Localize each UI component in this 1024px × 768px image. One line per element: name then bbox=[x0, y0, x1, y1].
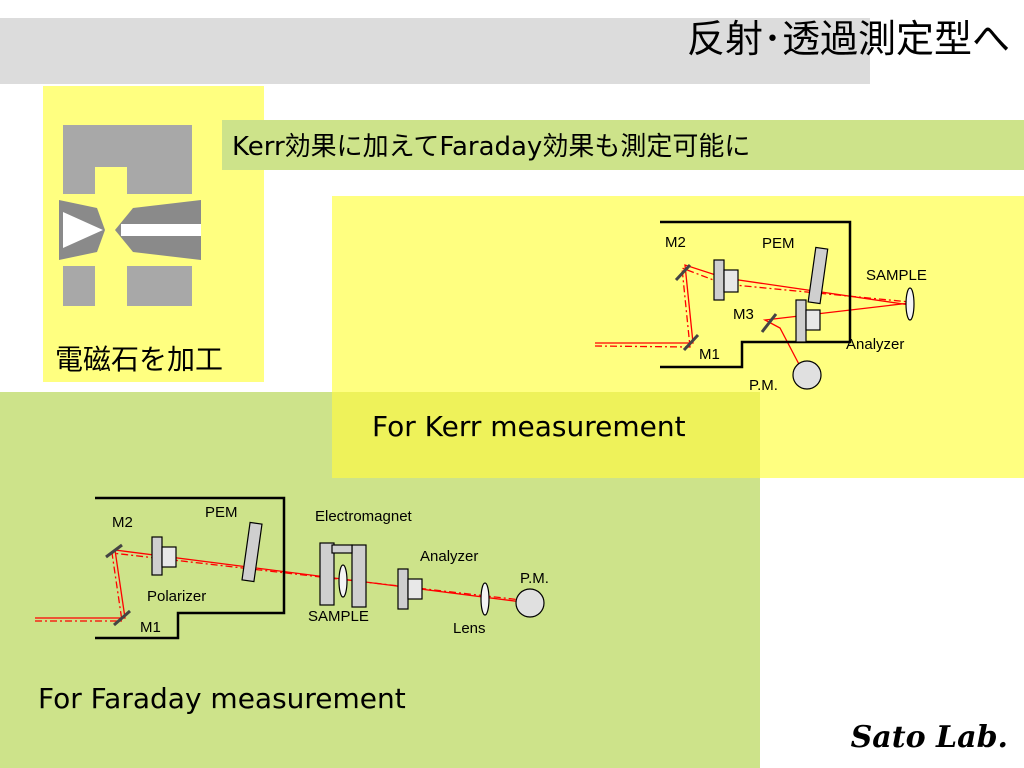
faraday-polarizer bbox=[151, 536, 177, 576]
panel-overlap bbox=[332, 392, 760, 478]
faraday-label-m2: M2 bbox=[112, 514, 133, 531]
kerr-label-pm: P.M. bbox=[749, 377, 778, 394]
kerr-polarizer bbox=[713, 259, 739, 301]
kerr-label-m3: M3 bbox=[733, 306, 754, 323]
kerr-analyzer bbox=[795, 299, 821, 343]
faraday-label-pm: P.M. bbox=[520, 570, 549, 587]
faraday-label-lens: Lens bbox=[453, 620, 486, 637]
kerr-m1-mirror bbox=[682, 333, 700, 352]
kerr-label-analyzer: Analyzer bbox=[846, 336, 904, 353]
faraday-m2-mirror bbox=[105, 543, 123, 559]
kerr-label-pem: PEM bbox=[762, 235, 795, 252]
electromagnet-diagram bbox=[55, 125, 205, 306]
faraday-pem bbox=[241, 521, 263, 583]
subtitle-bar bbox=[222, 120, 1024, 170]
kerr-caption: For Kerr measurement bbox=[372, 410, 686, 443]
faraday-label-polarizer: Polarizer bbox=[147, 588, 206, 605]
kerr-sample bbox=[905, 287, 915, 321]
subtitle: Kerr効果に加えてFaraday効果も測定可能に bbox=[232, 132, 751, 162]
left-pole-bore bbox=[63, 212, 103, 248]
faraday-label-pem: PEM bbox=[205, 504, 238, 521]
faraday-label-sample: SAMPLE bbox=[308, 608, 369, 625]
kerr-label-sample: SAMPLE bbox=[866, 267, 927, 284]
right-pole-bore bbox=[121, 224, 201, 236]
lab-logo: Sato Lab. bbox=[850, 720, 1008, 755]
kerr-m2-mirror bbox=[674, 263, 692, 282]
faraday-electromagnet bbox=[319, 542, 367, 608]
kerr-optical-setup: M2 PEM SAMPLE M3 Analyzer M1 P.M. bbox=[594, 220, 927, 394]
faraday-label-electromagnet: Electromagnet bbox=[315, 508, 413, 525]
faraday-photomultiplier bbox=[515, 588, 545, 618]
kerr-m3-mirror bbox=[760, 313, 778, 333]
kerr-label-m2: M2 bbox=[665, 234, 686, 251]
title-bar bbox=[0, 18, 870, 84]
faraday-sample bbox=[338, 564, 348, 598]
kerr-label-m1: M1 bbox=[699, 346, 720, 363]
kerr-beam-path bbox=[594, 264, 911, 371]
faraday-enclosure bbox=[95, 496, 286, 640]
kerr-pem bbox=[807, 246, 829, 305]
faraday-label-m1: M1 bbox=[140, 619, 161, 636]
faraday-m1-mirror bbox=[113, 609, 131, 627]
faraday-lens bbox=[480, 582, 490, 616]
faraday-caption: For Faraday measurement bbox=[38, 682, 406, 715]
faraday-analyzer bbox=[397, 568, 423, 610]
page-title: 反射･透過測定型へ bbox=[686, 17, 1010, 61]
kerr-photomultiplier bbox=[792, 360, 822, 390]
faraday-optical-setup: M2 PEM Electromagnet Analyzer P.M. Polar… bbox=[35, 496, 549, 640]
magnet-label: 電磁石を加工 bbox=[55, 343, 224, 376]
faraday-label-analyzer: Analyzer bbox=[420, 548, 478, 565]
